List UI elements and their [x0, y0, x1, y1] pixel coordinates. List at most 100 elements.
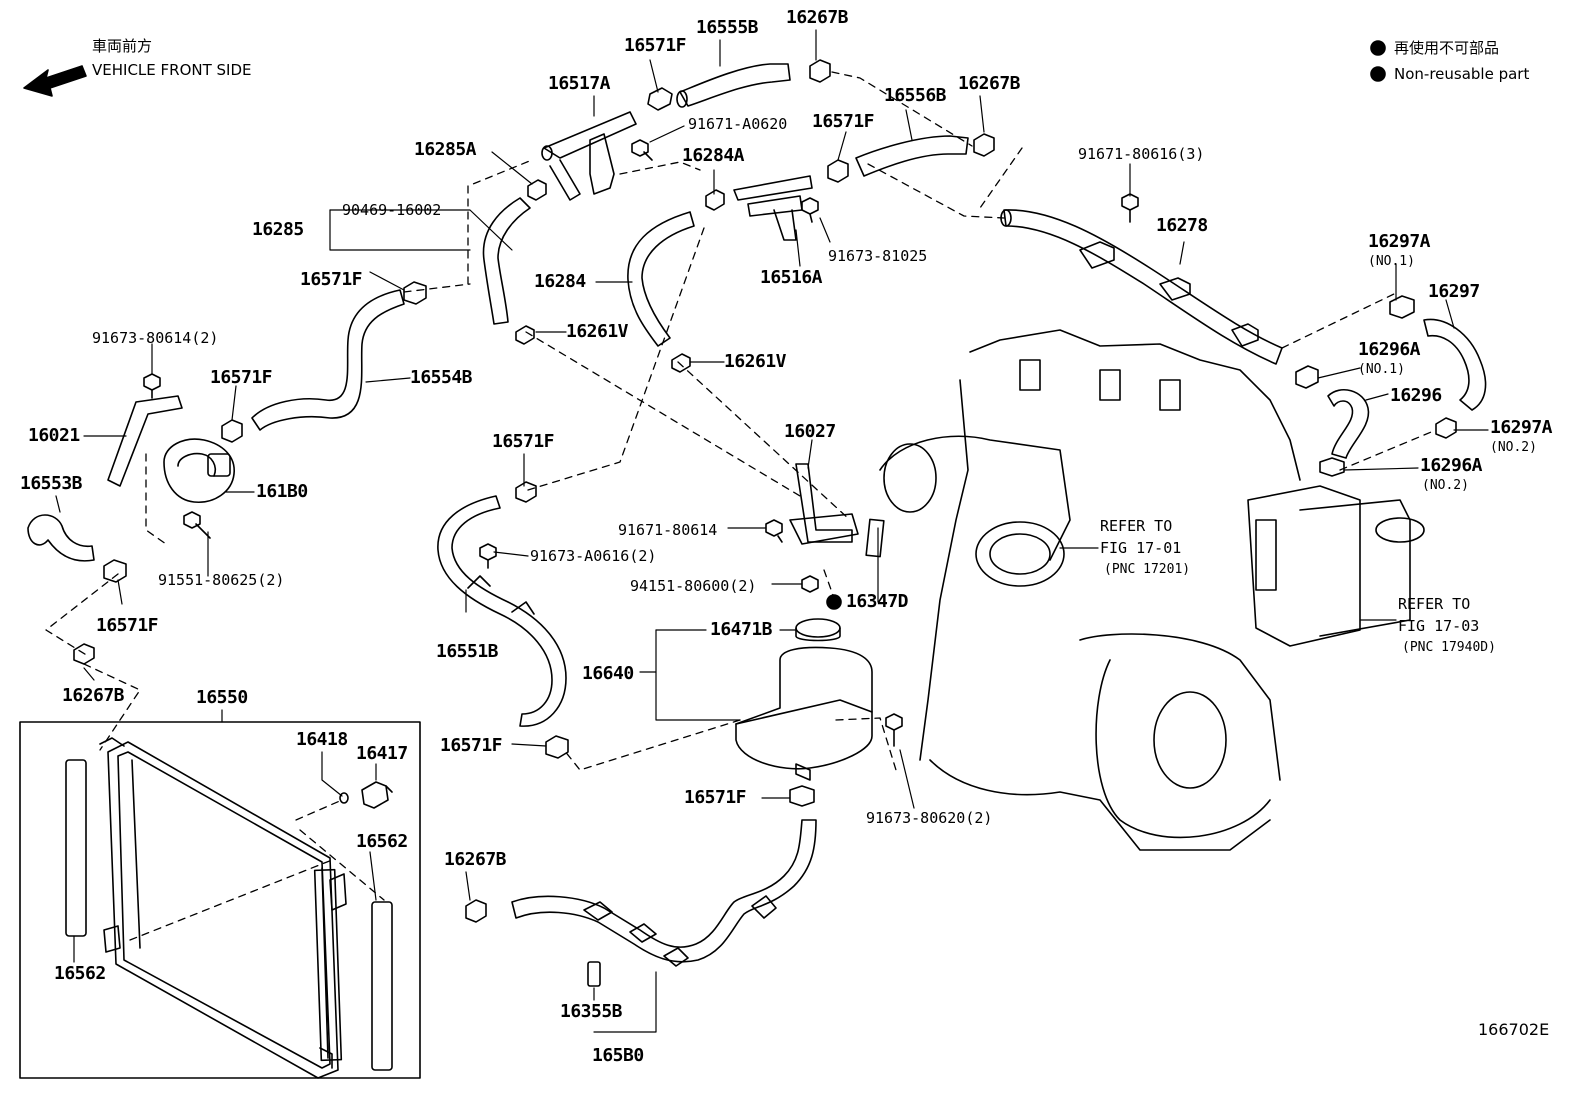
- vehicle-front-arrow-icon: [23, 65, 87, 97]
- part-label[interactable]: 16571F: [210, 367, 273, 388]
- pump-bracket-16021: [107, 395, 183, 487]
- part-label[interactable]: 91671-80614: [618, 521, 718, 539]
- part-label[interactable]: 16297A: [1368, 231, 1431, 252]
- part-label[interactable]: 16285A: [414, 139, 477, 160]
- part-label[interactable]: 16562: [356, 831, 408, 852]
- part-label[interactable]: 16517A: [548, 73, 611, 94]
- part-label[interactable]: 16278: [1156, 215, 1208, 236]
- part-label[interactable]: 16347D: [846, 591, 909, 612]
- part-label[interactable]: (NO.1): [1358, 362, 1405, 377]
- hose-165b0: [511, 819, 817, 967]
- vehicle-front-label: VEHICLE FRONT SIDE: [92, 61, 252, 79]
- hose-16284: [627, 211, 695, 347]
- part-label[interactable]: 16418: [296, 729, 348, 750]
- part-label[interactable]: 91671-A0620: [688, 115, 788, 133]
- part-label[interactable]: 16261V: [566, 321, 629, 342]
- part-label[interactable]: 16267B: [786, 7, 849, 28]
- part-label[interactable]: 16297: [1428, 281, 1480, 302]
- part-label[interactable]: 16417: [356, 743, 408, 764]
- part-label[interactable]: 16297A: [1490, 417, 1553, 438]
- part-label[interactable]: 16640: [582, 663, 634, 684]
- part-label[interactable]: 91673-A0616(2): [530, 547, 657, 565]
- part-label[interactable]: 16556B: [884, 85, 947, 106]
- part-label[interactable]: FIG 17-03: [1398, 617, 1480, 635]
- part-label[interactable]: 16571F: [492, 431, 555, 452]
- part-label[interactable]: FIG 17-01: [1100, 539, 1182, 557]
- part-label[interactable]: 16284: [534, 271, 586, 292]
- part-label[interactable]: 16550: [196, 687, 248, 708]
- part-label[interactable]: 16516A: [760, 267, 823, 288]
- hose-16551b: [437, 495, 567, 727]
- vehicle-front-label-jp: 車両前方: [92, 37, 153, 55]
- hose-16297: [1423, 318, 1487, 411]
- part-label[interactable]: 16285: [252, 219, 304, 240]
- part-label[interactable]: (PNC 17201): [1104, 562, 1191, 577]
- part-label[interactable]: 16284A: [682, 145, 745, 166]
- part-label[interactable]: 16571F: [96, 615, 159, 636]
- radiator-group-frame: [19, 721, 421, 1079]
- part-label[interactable]: 91673-80620(2): [866, 809, 993, 827]
- hose-16285: [482, 197, 531, 325]
- part-label[interactable]: 16553B: [20, 473, 83, 494]
- part-label[interactable]: (PNC 17940D): [1402, 640, 1496, 655]
- part-label[interactable]: REFER TO: [1398, 595, 1471, 613]
- reservoir-cap: [795, 618, 841, 642]
- hose-16296: [1327, 388, 1370, 459]
- part-label[interactable]: 16021: [28, 425, 80, 446]
- part-label[interactable]: 161B0: [256, 481, 308, 502]
- part-label[interactable]: 16571F: [440, 735, 503, 756]
- hose-16555b: [676, 63, 791, 108]
- part-label[interactable]: 16267B: [62, 685, 125, 706]
- part-label[interactable]: 16571F: [624, 35, 687, 56]
- part-label[interactable]: 16267B: [444, 849, 507, 870]
- part-label[interactable]: 16571F: [684, 787, 747, 808]
- part-label[interactable]: 16267B: [958, 73, 1021, 94]
- clamp-icon: [73, 59, 1457, 923]
- legend-jp: 再使用不可部品: [1394, 39, 1500, 57]
- reservoir-tank: [735, 646, 873, 781]
- part-label[interactable]: 16296A: [1420, 455, 1483, 476]
- part-label[interactable]: 16571F: [300, 269, 363, 290]
- part-label[interactable]: 90469-16002: [342, 201, 442, 219]
- part-label[interactable]: 16554B: [410, 367, 473, 388]
- pipe-16516a: [733, 175, 813, 241]
- radiator-seal-left: [65, 759, 87, 937]
- part-label[interactable]: 16571F: [812, 111, 875, 132]
- part-label[interactable]: 16562: [54, 963, 106, 984]
- part-label[interactable]: REFER TO: [1100, 517, 1173, 535]
- non-reusable-marker-icon: [826, 40, 1386, 610]
- part-label[interactable]: 16296: [1390, 385, 1442, 406]
- nut-icon: [801, 575, 819, 593]
- part-label[interactable]: 165B0: [592, 1045, 644, 1066]
- legend-non-reusable: Non-reusable part: [1394, 65, 1530, 83]
- part-label[interactable]: (NO.1): [1368, 254, 1415, 269]
- electric-water-pump: [163, 438, 235, 503]
- part-label[interactable]: 91671-80616(3): [1078, 145, 1205, 163]
- hose-16553b: [27, 514, 95, 562]
- part-label[interactable]: 16261V: [724, 351, 787, 372]
- leader-lines: [55, 29, 1489, 1033]
- pipe-16278: [1000, 209, 1283, 365]
- figure-code: 166702E: [1478, 1020, 1550, 1039]
- hose-16554b: [251, 289, 405, 431]
- part-label[interactable]: 91673-80614(2): [92, 329, 219, 347]
- part-label[interactable]: 91551-80625(2): [158, 571, 285, 589]
- part-label[interactable]: 16471B: [710, 619, 773, 640]
- part-label[interactable]: (NO.2): [1490, 440, 1537, 455]
- part-label[interactable]: 16027: [784, 421, 836, 442]
- engine-block-outline: [919, 329, 1301, 851]
- part-label[interactable]: 16551B: [436, 641, 499, 662]
- part-label[interactable]: 91673-81025: [828, 247, 928, 265]
- part-label[interactable]: 94151-80600(2): [630, 577, 757, 595]
- radiator-seal-right: [371, 901, 393, 1071]
- water-outlet-16517a: [541, 111, 637, 201]
- part-label[interactable]: 16555B: [696, 17, 759, 38]
- intercooler-unit: [1247, 485, 1425, 647]
- throttle-body: [879, 435, 1071, 587]
- connector-dashed-lines: [45, 71, 1437, 941]
- part-label[interactable]: 16296A: [1358, 339, 1421, 360]
- part-label[interactable]: (NO.2): [1422, 478, 1469, 493]
- drain-cock: [339, 781, 393, 809]
- part-label[interactable]: 16355B: [560, 1001, 623, 1022]
